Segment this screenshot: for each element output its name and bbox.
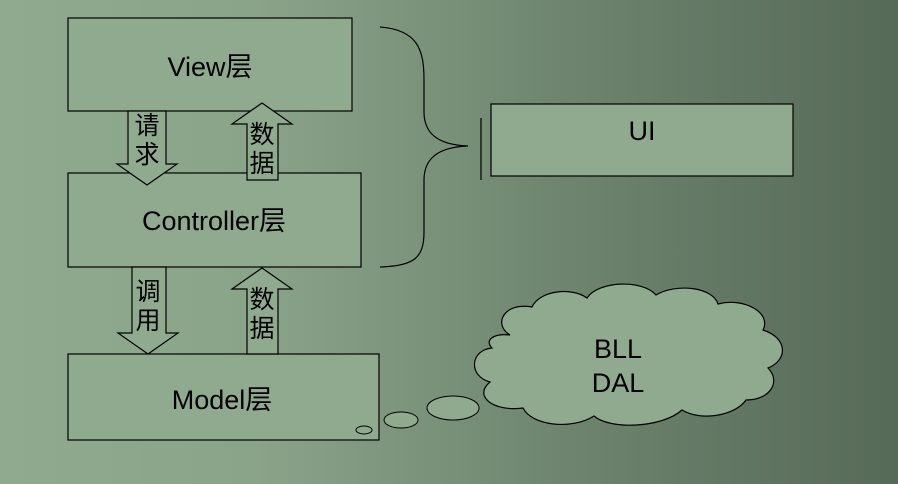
ui-box: UI [480,103,794,180]
view-layer-box: View层 [67,17,353,112]
data-arrow-up-to-controller: 数 据 [230,267,294,355]
request-arrow-label-bottom: 求 [134,140,159,169]
controller-layer-label: Controller层 [142,206,286,236]
call-arrow-down: 调 用 [116,266,180,355]
request-arrow-down: 请 求 [115,110,179,186]
request-arrow-label-top: 请 [134,111,159,140]
view-layer-label: View层 [167,52,252,82]
data-arrow-up-to-view: 数 据 [230,102,294,181]
ui-box-label: UI [629,116,656,146]
call-arrow-label-bottom: 用 [135,306,160,335]
bubble-dot-medium [383,411,419,429]
controller-layer-box: Controller层 [67,172,362,268]
bubble-dot-large [426,395,480,421]
model-layer-box: Model层 [67,353,380,441]
bll-dal-cloud: BLL DAL [473,283,783,426]
model-layer-label: Model层 [172,385,273,415]
cloud-label-bll: BLL [594,334,642,364]
data-arrow-label-top: 数 [249,120,274,149]
data-arrow-label-bottom: 据 [249,149,274,178]
call-arrow-label-top: 调 [135,277,160,306]
data-arrow-2-label-top: 数 [249,285,274,314]
ui-grouping-brace [379,26,469,268]
data-arrow-2-label-bottom: 据 [249,314,274,343]
cloud-label-dal: DAL [592,368,645,398]
bubble-dot-small [355,425,373,435]
